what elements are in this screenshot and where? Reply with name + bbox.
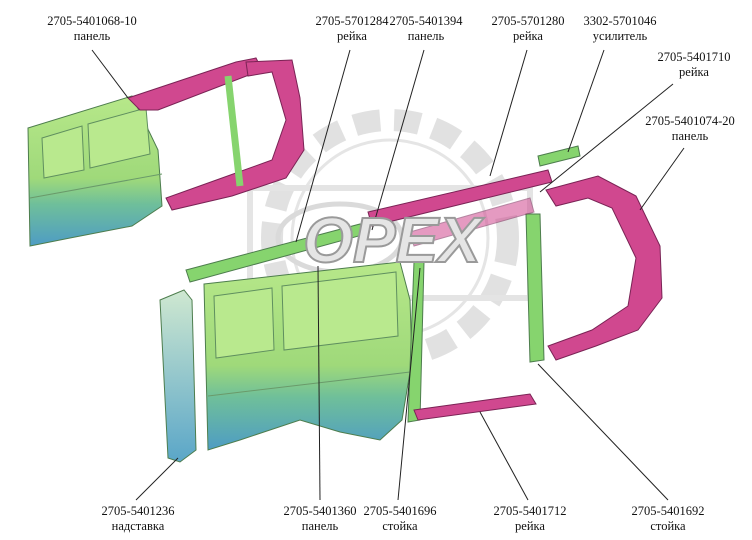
callout-rail-2705-5401710: 2705-5401710 рейка	[658, 50, 731, 80]
callout-part-name: стойка	[382, 519, 418, 533]
callout-panel-2705-5401068-10: 2705-5401068-10 панель	[47, 14, 137, 44]
callout-part-number: 2705-5401712	[493, 504, 567, 518]
callout-part-name: надставка	[111, 519, 165, 533]
callout-part-number: 2705-5401696	[363, 504, 437, 518]
callout-part-name: рейка	[679, 65, 709, 79]
post-2705-5401692	[525, 213, 545, 363]
callout-part-number: 2705-5401236	[101, 504, 175, 518]
callout-part-name: стойка	[650, 519, 686, 533]
callout-part-name: панель	[671, 129, 709, 143]
right-side-panel-group	[159, 145, 663, 463]
leader-lines	[91, 49, 685, 501]
callout-part-number: 2705-5401394	[389, 14, 463, 28]
door-frame-rail	[409, 197, 535, 247]
roof-rail-2705-5701284	[185, 223, 367, 283]
callout-part-name: панель	[407, 29, 445, 43]
callout-panel-2705-5401074-20: 2705-5401074-20 панель	[645, 114, 735, 144]
callout-part-number: 2705-5401692	[631, 504, 705, 518]
sill-rail-2705-5401712	[413, 393, 537, 421]
callout-panel-2705-5401360: 2705-5401360 панель	[284, 504, 357, 534]
callout-post-2705-5401692: 2705-5401692 стойка	[632, 504, 705, 534]
callout-reinforcement-3302-5701046: 3302-5701046 усилитель	[584, 14, 657, 44]
watermark-text: OPEX	[303, 204, 484, 276]
callout-part-name: рейка	[515, 519, 545, 533]
callout-part-number: 2705-5401710	[657, 50, 731, 64]
callout-part-name: рейка	[513, 29, 543, 43]
callout-part-number: 2705-5401068-10	[47, 14, 137, 28]
rear-panel-2705-5401074-20	[545, 175, 663, 361]
callout-part-name: рейка	[337, 29, 367, 43]
left-side-panel-group	[27, 57, 305, 247]
callout-part-name: панель	[73, 29, 111, 43]
callout-post-2705-5401696: 2705-5401696 стойка	[364, 504, 437, 534]
callout-part-number: 3302-5701046	[583, 14, 657, 28]
callout-part-name: усилитель	[592, 29, 648, 43]
post-2705-5401236	[159, 289, 197, 463]
reinforcement-3302-5701046	[537, 145, 581, 167]
callout-part-number: 2705-5701280	[491, 14, 565, 28]
callout-panel-2705-5401394: 2705-5401394 панель	[390, 14, 463, 44]
callout-part-name: панель	[301, 519, 339, 533]
callout-extension-2705-5401236: 2705-5401236 надставка	[102, 504, 175, 534]
callout-part-number: 2705-5401074-20	[645, 114, 735, 128]
callout-rail-2705-5401712: 2705-5401712 рейка	[494, 504, 567, 534]
callout-part-number: 2705-5701284	[315, 14, 389, 28]
rear-frame-left	[165, 59, 305, 211]
roof-rail-left	[127, 57, 263, 111]
callout-rail-2705-5701284: 2705-5701284 рейка	[316, 14, 389, 44]
callout-part-number: 2705-5401360	[283, 504, 357, 518]
callout-rail-2705-5701280: 2705-5701280 рейка	[492, 14, 565, 44]
